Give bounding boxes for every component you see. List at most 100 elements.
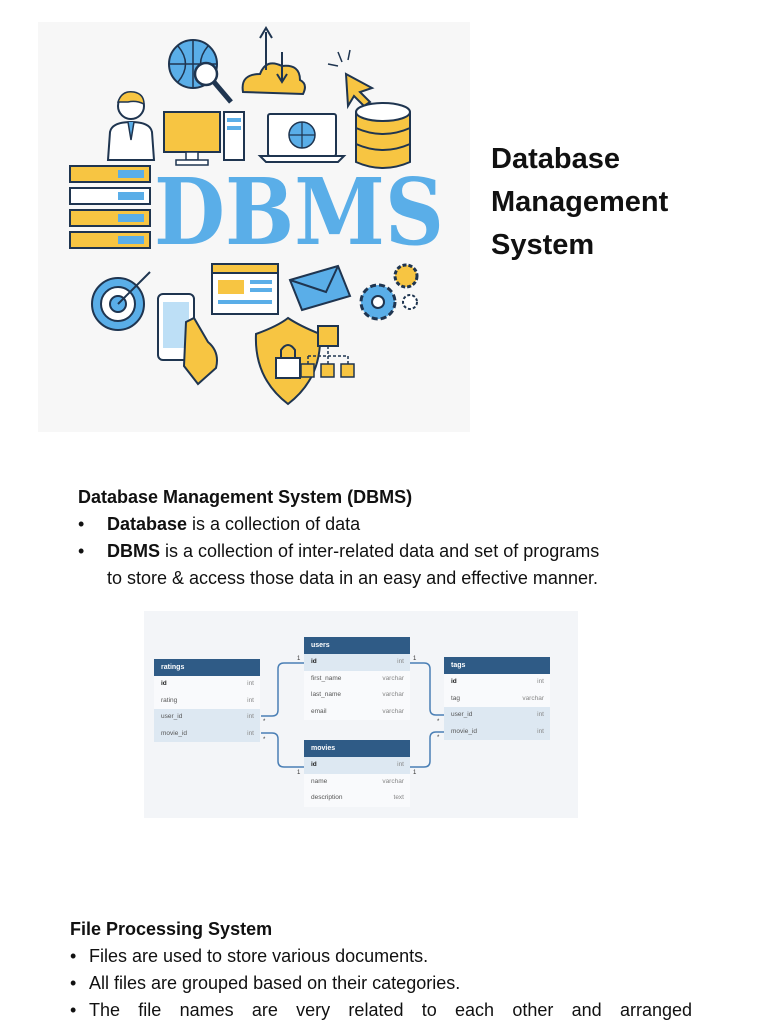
smartphone-touch-icon bbox=[157, 293, 218, 386]
field-type: int bbox=[247, 680, 254, 687]
card-tags-movie: * bbox=[437, 735, 440, 741]
field-type: int bbox=[397, 761, 404, 768]
field-type: varchar bbox=[382, 674, 404, 682]
field-type: int bbox=[537, 727, 544, 735]
fps-section: File Processing System • Files are used … bbox=[70, 916, 692, 1024]
bullet-dot: • bbox=[78, 514, 85, 534]
user-icon bbox=[106, 90, 156, 161]
card-users-right: 1 bbox=[413, 656, 417, 662]
table-row: name varchar bbox=[304, 773, 410, 790]
card-movies-right: 1 bbox=[413, 770, 417, 776]
fps-heading: File Processing System bbox=[70, 919, 273, 939]
dbms-bullet-2: • DBMS is a collection of inter-related … bbox=[78, 538, 698, 592]
desktop-computer-icon bbox=[163, 111, 245, 166]
envelope-icon bbox=[288, 264, 352, 312]
table-row: id int bbox=[304, 654, 410, 671]
dbms-bullet-2-continuation: to store & access those data in an easy … bbox=[107, 568, 598, 588]
network-hierarchy-icon bbox=[300, 325, 355, 378]
connector-users-tags bbox=[410, 662, 444, 716]
laptop-globe-icon bbox=[257, 113, 347, 163]
field-type: int bbox=[537, 711, 544, 718]
field-name: movie_id bbox=[451, 727, 478, 735]
field-name: movie_id bbox=[161, 729, 188, 737]
field-type: varchar bbox=[382, 707, 404, 715]
dbms-section: Database Management System (DBMS) • Data… bbox=[78, 484, 698, 592]
card-ratings-user: * bbox=[263, 719, 266, 725]
field-name: name bbox=[311, 777, 328, 785]
table-header: movies bbox=[304, 740, 410, 757]
side-title-line-2: Management bbox=[491, 186, 669, 218]
connector-ratings-users bbox=[261, 662, 304, 717]
target-icon bbox=[91, 271, 151, 331]
card-movies-left: 1 bbox=[297, 770, 301, 776]
field-type: varchar bbox=[522, 694, 544, 702]
table-row: tag varchar bbox=[444, 690, 550, 707]
side-title-line-3: System bbox=[491, 229, 595, 261]
field-type: int bbox=[397, 658, 404, 665]
table-row: user_id int bbox=[154, 709, 260, 726]
field-name: rating bbox=[161, 696, 178, 704]
bullet-dot: • bbox=[78, 541, 85, 561]
table-header: users bbox=[304, 637, 410, 654]
table-row: description text bbox=[304, 790, 410, 807]
side-title-line-1: Database bbox=[491, 143, 620, 175]
er-connectors: * * 1 1 1 1 * * bbox=[261, 656, 444, 776]
side-title: Database Management System bbox=[491, 138, 668, 267]
fps-bullet-2-text: All files are grouped based on their cat… bbox=[89, 973, 461, 993]
dbms-illustration: DBMS bbox=[38, 22, 470, 432]
table-row: first_name varchar bbox=[304, 670, 410, 687]
connector-ratings-movies bbox=[261, 732, 304, 768]
dbms-bullet-2-bold: DBMS bbox=[107, 541, 160, 561]
field-type: varchar bbox=[382, 777, 404, 785]
fps-bullet-1: • Files are used to store various docume… bbox=[70, 943, 692, 970]
field-name: tag bbox=[451, 694, 461, 702]
card-ratings-movie: * bbox=[263, 737, 266, 743]
webpage-icon bbox=[211, 263, 279, 315]
dbms-bullet-1-text: is a collection of data bbox=[187, 514, 361, 534]
connector-movies-tags bbox=[410, 731, 444, 768]
field-name: description bbox=[311, 794, 343, 801]
fps-bullet-1-text: Files are used to store various document… bbox=[89, 946, 429, 966]
field-name: id bbox=[311, 658, 317, 665]
database-icon bbox=[355, 102, 411, 169]
shield-lock-icon bbox=[254, 316, 322, 406]
table-row: movie_id int bbox=[154, 725, 260, 742]
field-type: int bbox=[247, 713, 254, 720]
globe-search-icon bbox=[168, 39, 233, 104]
field-name: user_id bbox=[451, 711, 473, 718]
field-type: varchar bbox=[382, 691, 404, 698]
bullet-dot: • bbox=[70, 1000, 77, 1020]
table-row: last_name varchar bbox=[304, 687, 410, 704]
field-name: user_id bbox=[161, 713, 183, 720]
field-name: id bbox=[161, 680, 167, 687]
dbms-bullet-1: • Database is a collection of data bbox=[78, 511, 698, 538]
fps-bullet-2: • All files are grouped based on their c… bbox=[70, 970, 692, 997]
illustration-artwork: DBMS bbox=[69, 26, 444, 406]
field-type: int bbox=[537, 678, 544, 685]
dbms-bullet-1-bold: Database bbox=[107, 514, 188, 534]
bullet-dot: • bbox=[70, 946, 77, 966]
field-name: last_name bbox=[311, 691, 341, 698]
server-rack-icon bbox=[69, 165, 151, 249]
card-tags-user: * bbox=[437, 719, 440, 725]
table-row: email varchar bbox=[304, 703, 410, 720]
table-row: user_id int bbox=[444, 707, 550, 724]
field-type: int bbox=[247, 729, 254, 737]
field-name: email bbox=[311, 707, 327, 715]
bullet-dot: • bbox=[70, 973, 77, 993]
card-users-left: 1 bbox=[297, 656, 301, 662]
dbms-bullet-2-text: is a collection of inter-related data an… bbox=[160, 541, 600, 561]
field-type: text bbox=[393, 794, 404, 801]
table-row: movie_id int bbox=[444, 723, 550, 740]
dbms-heading: Database Management System (DBMS) bbox=[78, 487, 413, 507]
field-name: first_name bbox=[311, 674, 342, 682]
table-header: ratings bbox=[154, 659, 260, 676]
gears-icon bbox=[359, 263, 419, 321]
